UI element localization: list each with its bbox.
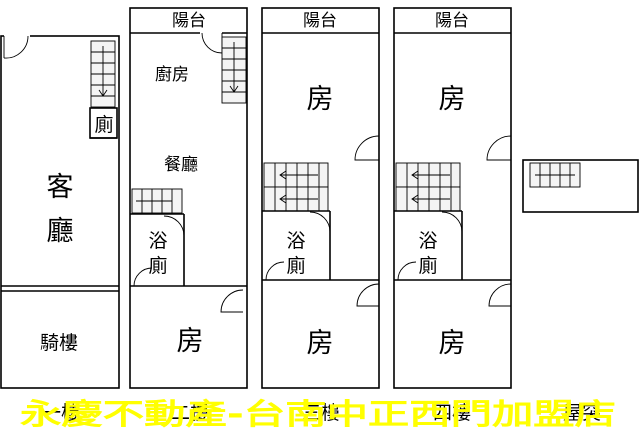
floor-1-plan: 客 廳 廁 騎樓 <box>0 34 120 389</box>
f2-kitchen-label: 廚房 <box>155 64 189 85</box>
f4-balcony-label: 陽台 <box>435 11 469 31</box>
watermark-text: 永慶不動產-台南中正西門加盟店 <box>20 397 616 431</box>
floor-1-label: 一樓 <box>42 402 80 424</box>
floor-3-plan: 陽台 房 浴 廁 房 <box>261 7 380 389</box>
f2-bath-label-2: 廁 <box>148 254 167 277</box>
floor-2-label: 二樓 <box>171 402 209 424</box>
f4-bath-label-1: 浴 <box>418 230 437 252</box>
floor-3-label: 三樓 <box>302 402 340 424</box>
f4-room-front-label: 房 <box>439 328 466 359</box>
floor-4-label: 四樓 <box>433 402 471 424</box>
living-room-label-1: 客 <box>47 172 74 203</box>
f1-toilet-label: 廁 <box>94 113 113 136</box>
f4-bath-label-2: 廁 <box>418 254 437 277</box>
arcade-label: 騎樓 <box>40 332 78 354</box>
f4-room-back-label: 房 <box>439 84 466 115</box>
f3-room-front-label: 房 <box>307 328 334 359</box>
f2-bath-label-1: 浴 <box>148 230 167 252</box>
f2-balcony-label: 陽台 <box>172 11 206 31</box>
floor-4-plan: 陽台 房 浴 廁 房 <box>393 7 512 389</box>
roof-plan <box>522 159 639 213</box>
roof-label: 屋突 <box>563 402 601 424</box>
f3-bath-label-1: 浴 <box>286 230 305 252</box>
floor-2-plan: 陽台 廚房 餐廳 浴 廁 房 <box>129 7 248 389</box>
f3-room-back-label: 房 <box>307 84 334 115</box>
living-room-label-2: 廳 <box>47 216 74 247</box>
f2-room-label: 房 <box>177 326 204 357</box>
f2-dining-label: 餐廳 <box>164 155 198 175</box>
f3-balcony-label: 陽台 <box>303 11 337 31</box>
f3-bath-label-2: 廁 <box>286 254 305 277</box>
